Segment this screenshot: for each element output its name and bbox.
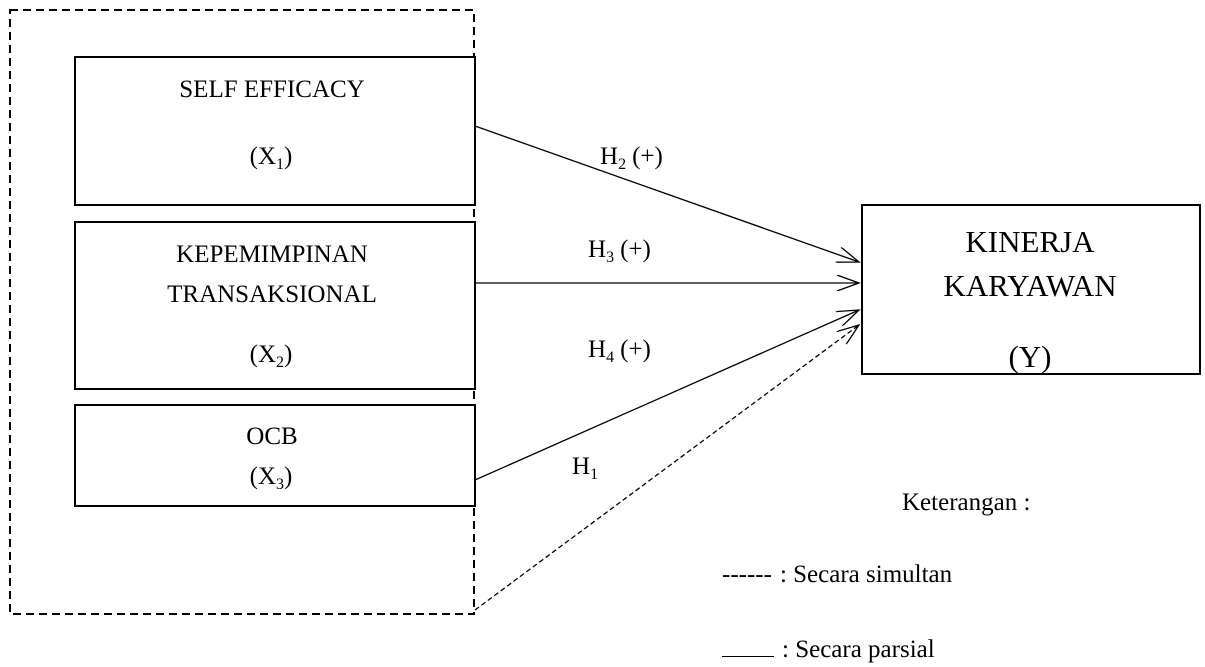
edge-label-h2: H2(+) [600,143,663,173]
node-x3-symbol: (X3) [250,463,293,493]
node-y-name-line1: KINERJA [965,224,1095,259]
simultaneous-group-box [9,9,475,615]
legend-row-simultaneous: ------ : Secara simultan [722,562,952,587]
edge-label-h4: H4(+) [588,336,651,366]
node-box-y [861,204,1201,375]
legend-dashed-key: ------ [722,561,772,588]
node-y-name-line2: KARYAWAN [943,268,1116,303]
arrow-h4 [474,310,859,481]
node-x1-symbol: (X1) [250,143,293,173]
legend-partial-label: : Secara parsial [782,636,935,663]
edge-label-h1: H1 [572,453,598,483]
node-kinerja-karyawan: KINERJA KARYAWAN (Y) [861,204,1201,375]
node-y-symbol: (Y) [1008,339,1051,374]
node-x2-name-line1: KEPEMIMPINAN [176,241,368,268]
edge-label-h3: H3(+) [588,236,651,266]
legend-solid-key [722,636,774,657]
node-x2-name-line2: TRANSAKSIONAL [167,281,377,308]
node-box-x1 [74,56,476,206]
node-ocb: OCB (X3) [74,404,476,507]
node-box-x2 [74,221,476,390]
node-box-x3 [74,404,476,507]
node-x2-symbol: (X2) [250,341,293,371]
node-self-efficacy: SELF EFFICACY (X1) [74,56,476,206]
arrow-h2 [474,125,859,262]
legend-row-partial: : Secara parsial [722,636,935,662]
legend-title: Keterangan : [902,489,1031,516]
node-kepemimpinan-transaksional: KEPEMIMPINAN TRANSAKSIONAL (X2) [74,221,476,390]
node-x1-name: SELF EFFICACY [179,76,364,103]
node-x3-name: OCB [246,423,297,450]
legend-simultaneous-label: : Secara simultan [779,561,953,588]
